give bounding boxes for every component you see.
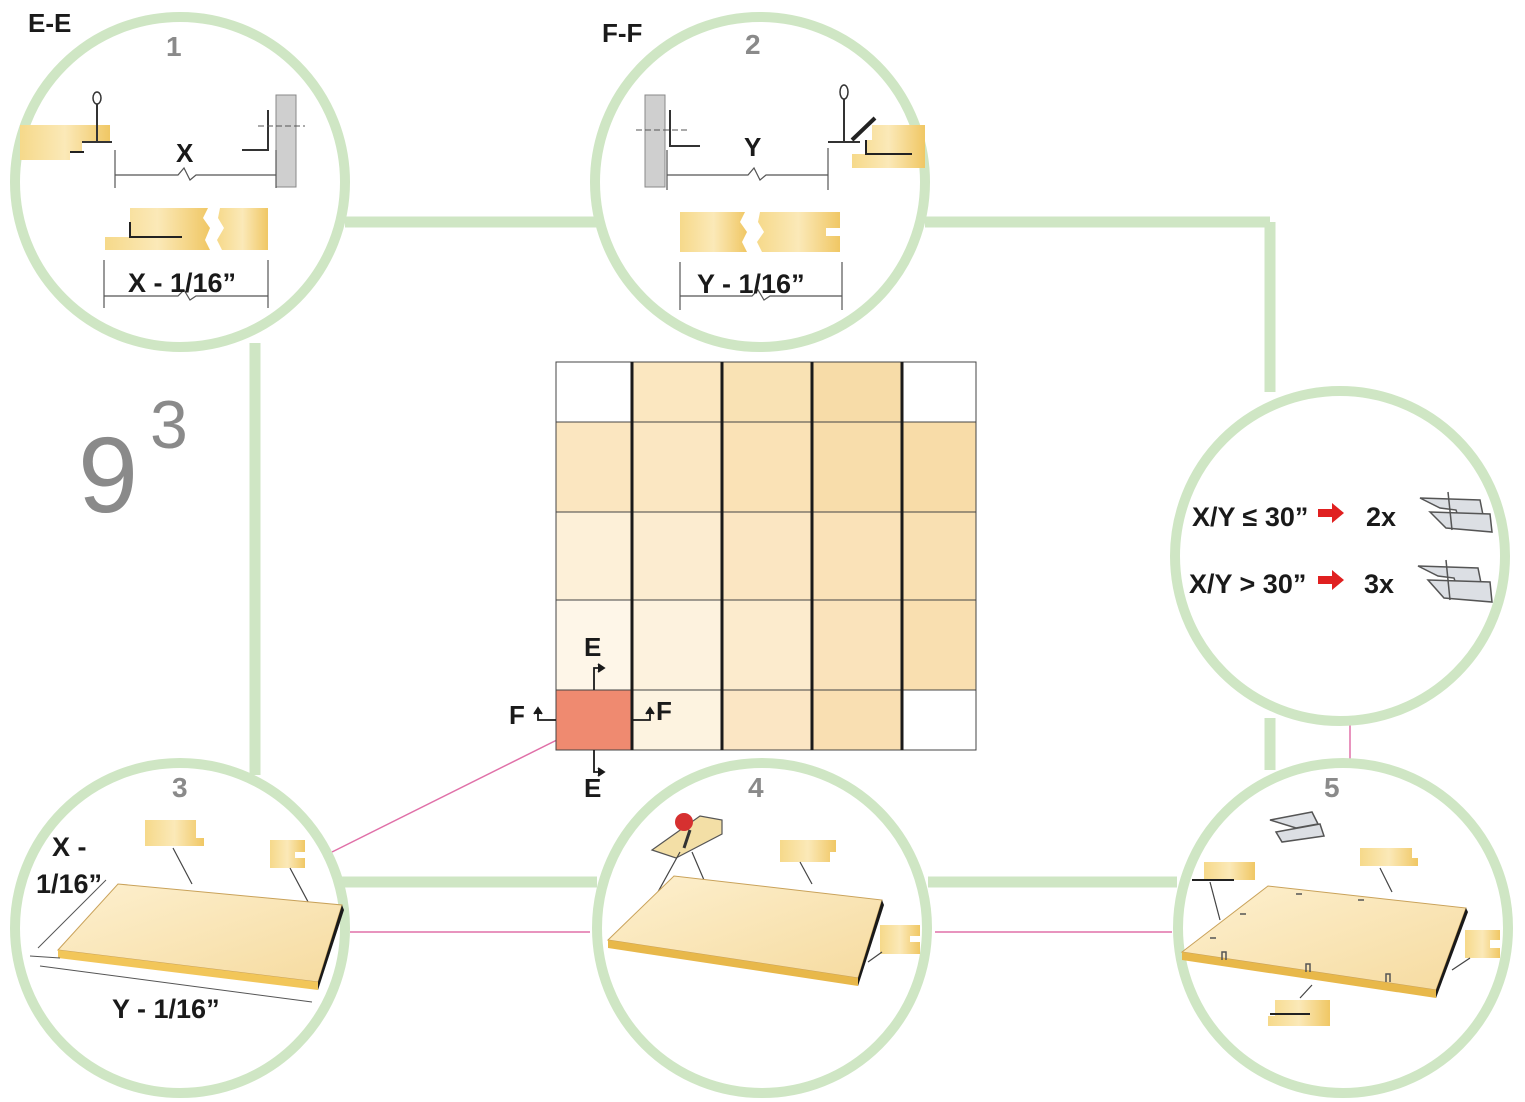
x-cut-label-line2: 1/16” [36, 869, 102, 899]
clip-rule-condition-1: X/Y ≤ 30” [1192, 502, 1308, 532]
detail-1-circle: E-E 1 X X - 1/16” [10, 8, 350, 352]
detail-2-circle: F-F 2 Y Y - 1/16” [590, 12, 930, 352]
clip-rule-qty-2: 3x [1364, 569, 1394, 599]
detail-number-1: 1 [166, 31, 182, 62]
dimension-x: X [176, 138, 194, 168]
cut-length-y: Y - 1/16” [697, 269, 805, 299]
clip-icon [1269, 811, 1325, 843]
detail-number-5: 5 [1324, 772, 1340, 803]
cutter-tool-icon [650, 813, 723, 859]
connector-lines [249, 216, 1276, 888]
arrow-icon [1318, 570, 1344, 590]
detail-number-2: 2 [745, 29, 761, 60]
detail-number-4: 4 [748, 772, 764, 803]
y-cut-label: Y - 1/16” [112, 994, 220, 1024]
x-cut-label-line1: X - [52, 832, 87, 862]
cut-length-x: X - 1/16” [128, 268, 236, 298]
clip-rule-circle: X/Y ≤ 30” 2x X/Y > 30” 3x [1170, 386, 1510, 726]
section-mark-e-bottom: E [584, 773, 601, 803]
detail-5-circle: 5 [1173, 758, 1513, 1098]
dimension-y: Y [744, 132, 761, 162]
section-mark-f-left: F [509, 700, 525, 730]
section-label-f-f: F-F [602, 18, 642, 48]
highlighted-border-tile [556, 690, 632, 750]
section-label-e-e: E-E [28, 8, 71, 38]
sheet-number: 9 [78, 414, 138, 535]
detail-4-circle: 4 [592, 758, 932, 1098]
arrow-icon [1318, 503, 1344, 523]
section-mark-e-top: E [584, 632, 601, 662]
leader-lines [331, 719, 1351, 933]
section-mark-f-right: F [656, 696, 672, 726]
clip-icon [1417, 559, 1493, 603]
detail-number-3: 3 [172, 772, 188, 803]
clip-rule-qty-1: 2x [1366, 502, 1396, 532]
sheet-number-superscript: 3 [150, 387, 188, 463]
clip-icon [1419, 491, 1493, 533]
ceiling-grid: E E F F [509, 361, 977, 803]
clip-rule-condition-2: X/Y > 30” [1189, 569, 1306, 599]
detail-3-circle: 3 X - 1/16” Y - 1/16” [10, 758, 350, 1098]
